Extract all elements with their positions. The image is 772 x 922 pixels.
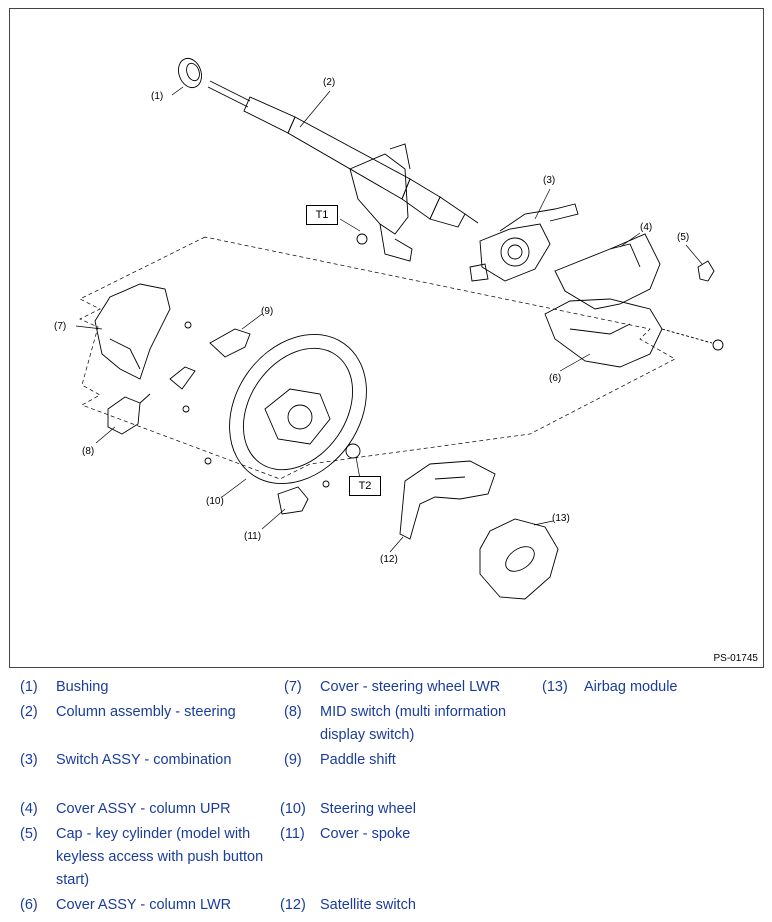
legend-text: MID switch (multi information display sw… (320, 704, 507, 743)
dashed-group-outline (79, 236, 676, 480)
legend-number: (5) (20, 826, 38, 842)
paddle-shift-part (169, 321, 251, 413)
parts-legend: (1) Bushing (2) Column assembly - steeri… (0, 672, 772, 922)
bushing-part (178, 57, 202, 89)
diagram-drawing (75, 57, 724, 600)
callout-1: (1) (151, 91, 164, 102)
legend-text: Steering wheel (320, 801, 416, 817)
legend-number: (3) (20, 752, 38, 768)
callout-6: (6) (549, 373, 562, 384)
callout-8: (8) (82, 446, 95, 457)
legend-text: Satellite switch (320, 897, 416, 913)
airbag-module-part (479, 518, 559, 600)
legend-text: Airbag module (584, 679, 678, 695)
callout-2: (2) (323, 77, 336, 88)
callout-10: (10) (206, 496, 224, 507)
legend-number: (11) (280, 826, 305, 842)
spoke-cover-part (277, 486, 309, 515)
legend-text: Paddle shift (320, 752, 396, 768)
key-cylinder-cap-part (697, 260, 715, 282)
column-lower-cover-part (544, 298, 724, 368)
legend-number: (12) (280, 897, 306, 913)
callout-13: (13) (552, 513, 570, 524)
torque-label-t2: T2 (349, 476, 381, 496)
leader-lines (75, 86, 703, 553)
legend-text: Cap - key cylinder (model with keyless a… (56, 826, 264, 888)
legend-text: Cover - spoke (320, 826, 411, 842)
steering-wheel-lower-cover-part (94, 283, 171, 380)
legend-text: Switch ASSY - combination (56, 752, 232, 768)
legend-number: (1) (20, 679, 38, 695)
callout-9: (9) (261, 306, 274, 317)
legend-text: Bushing (56, 679, 109, 695)
legend-number: (10) (280, 801, 306, 817)
legend-text: Cover - steering wheel LWR (320, 679, 501, 695)
callout-7: (7) (54, 321, 67, 332)
mid-switch-part (107, 393, 151, 435)
steering-wheel-part (204, 333, 367, 488)
legend-number: (6) (20, 897, 38, 913)
callout-11: (11) (244, 531, 262, 542)
callout-4: (4) (640, 222, 653, 233)
steering-column-part (207, 80, 479, 262)
legend-number: (13) (542, 679, 568, 695)
callout-5: (5) (677, 232, 690, 243)
legend-number: (2) (20, 704, 38, 720)
legend-text: Cover ASSY - column UPR (56, 801, 231, 817)
exploded-diagram: (1) (2) (3) (4) (5) (6) (7) (8) (9) (10)… (9, 8, 764, 668)
satellite-switch-part (399, 460, 496, 540)
legend-text: Cover ASSY - column LWR (56, 897, 232, 913)
torque-label-t1: T1 (306, 205, 338, 225)
combination-switch-part (469, 203, 579, 282)
callout-3: (3) (543, 175, 556, 186)
legend-number: (9) (284, 752, 302, 768)
legend-text: Column assembly - steering (56, 704, 236, 720)
column-upper-cover-part (554, 233, 661, 310)
legend-number: (8) (284, 704, 302, 720)
legend-number: (7) (284, 679, 302, 695)
legend-number: (4) (20, 801, 38, 817)
figure-code: PS-01745 (713, 653, 758, 664)
callout-12: (12) (380, 554, 398, 565)
